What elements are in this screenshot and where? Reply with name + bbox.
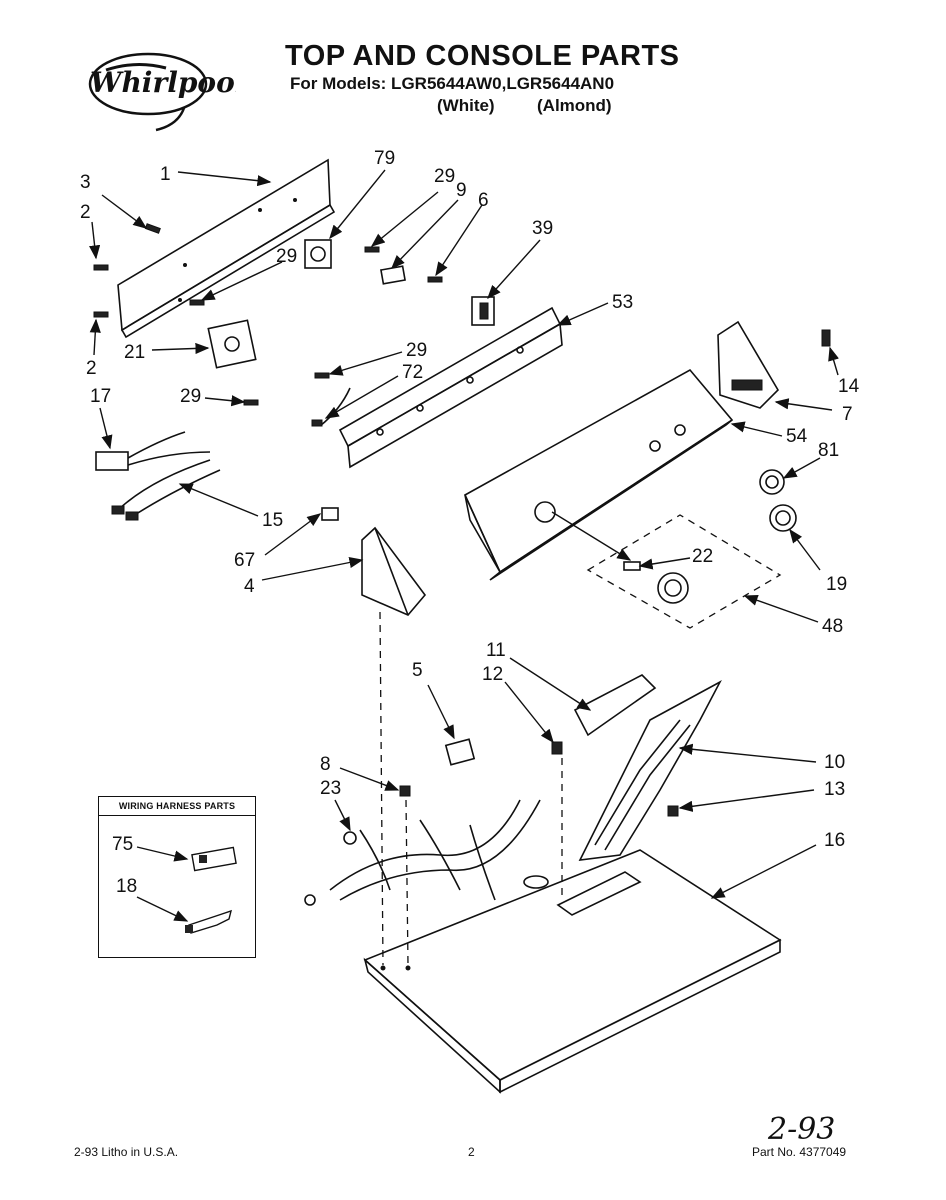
end-cap-7 (717, 320, 780, 409)
callout-21: 21 (124, 342, 145, 363)
callout-10: 10 (824, 752, 845, 773)
alignment-line (379, 611, 384, 966)
callout-22: 22 (692, 546, 713, 567)
callout-9: 9 (456, 180, 467, 201)
console-back-panel (117, 158, 336, 339)
screw-2-top (93, 264, 109, 271)
terminal-18 (185, 909, 232, 934)
callout-19: 19 (826, 574, 847, 595)
harness-15 (111, 459, 221, 521)
connector-75 (191, 846, 237, 872)
callout-2-bottom: 2 (86, 358, 97, 379)
screw-3 (144, 223, 161, 234)
callout-13: 13 (824, 779, 845, 800)
callout-79: 79 (374, 148, 395, 169)
top-panel-16 (363, 849, 782, 1094)
screw-2-bottom (93, 311, 109, 318)
callout-7: 7 (842, 404, 853, 425)
screw-29-b (364, 246, 380, 253)
callout-18: 18 (116, 876, 137, 897)
clip-8 (399, 785, 411, 797)
callout-12: 12 (482, 664, 503, 685)
callout-labels: 1 2 2 3 4 5 6 7 8 9 10 11 12 13 14 15 16… (80, 148, 860, 897)
callout-75: 75 (112, 834, 133, 855)
screw-13 (667, 805, 679, 817)
lint-cover-11 (573, 674, 657, 737)
screw-14 (821, 329, 831, 347)
callout-67: 67 (234, 550, 255, 571)
callout-11: 11 (486, 640, 506, 661)
knob-81 (759, 469, 785, 495)
inset-title: WIRING HARNESS PARTS (99, 797, 255, 816)
screw-29-a (189, 299, 205, 306)
color-almond-label: (Almond) (537, 96, 612, 115)
callout-6: 6 (478, 190, 489, 211)
bracket-39 (471, 296, 495, 326)
switch-9 (380, 265, 406, 285)
inset-drawing (136, 846, 237, 934)
lint-housing-10 (578, 680, 722, 861)
color-white-label: (White) (437, 96, 495, 115)
callout-2-top: 2 (80, 202, 91, 223)
clip-12 (551, 741, 563, 755)
callout-15: 15 (262, 510, 283, 531)
callout-29-c: 29 (406, 340, 427, 361)
callout-53: 53 (612, 292, 633, 313)
callout-39: 39 (532, 218, 553, 239)
control-bracket-53 (338, 306, 563, 469)
knob-kit-boundary (586, 514, 782, 629)
timer-79 (304, 239, 332, 269)
callout-29-d: 29 (180, 386, 201, 407)
callout-1: 1 (160, 164, 171, 185)
switch-5 (444, 738, 476, 766)
screw-29-d (243, 399, 259, 406)
callout-29-a: 29 (276, 246, 297, 267)
callout-17: 17 (90, 386, 111, 407)
callout-72: 72 (402, 362, 423, 383)
callout-29-b: 29 (434, 166, 455, 187)
main-harness-23 (304, 799, 541, 906)
console-panel-54 (463, 368, 734, 581)
housing-4 (361, 526, 427, 616)
alignment-line-2 (405, 799, 409, 966)
part-number: Part No. 4377049 (752, 1145, 847, 1159)
page-title: TOP AND CONSOLE PARTS (285, 40, 680, 72)
callout-5: 5 (412, 660, 423, 681)
callout-48: 48 (822, 616, 843, 637)
knob-19 (769, 504, 797, 532)
connector-67 (321, 507, 339, 521)
knob-48 (657, 572, 689, 604)
page-number: 2 (468, 1145, 475, 1159)
callout-4: 4 (244, 576, 255, 597)
callout-16: 16 (824, 830, 845, 851)
callout-14: 14 (838, 376, 860, 397)
callout-81: 81 (818, 440, 839, 461)
callout-54: 54 (786, 426, 808, 447)
wiring-harness-inset: WIRING HARNESS PARTS (98, 796, 256, 958)
models-line: For Models: LGR5644AW0,LGR5644AN0 (290, 74, 615, 93)
harness-17 (95, 431, 211, 471)
clip-22 (623, 561, 641, 571)
callout-3: 3 (80, 172, 91, 193)
screw-6 (427, 276, 443, 283)
whirlpool-logo: Whirlpool (88, 52, 236, 132)
screw-29-c (314, 372, 330, 379)
handwritten-date: 2-93 (768, 1112, 836, 1147)
callout-8: 8 (320, 754, 331, 775)
leader-lines (89, 169, 839, 899)
callout-23: 23 (320, 778, 341, 799)
relay-21 (207, 319, 257, 369)
footer-litho: 2-93 Litho in U.S.A. (74, 1145, 179, 1159)
logo-text: Whirlpool (90, 66, 236, 99)
